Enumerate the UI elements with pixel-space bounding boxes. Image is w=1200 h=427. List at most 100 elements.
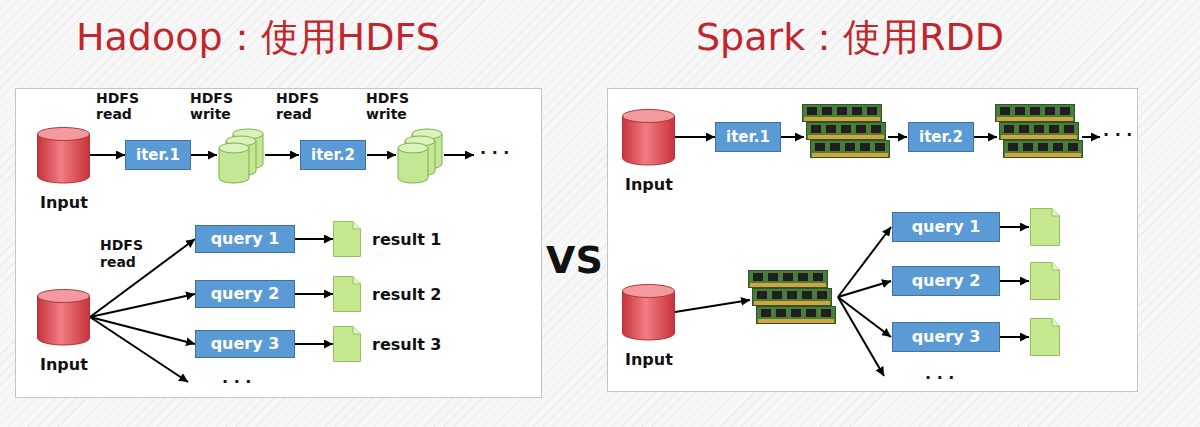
ellipsis-mark: · · · bbox=[480, 143, 509, 162]
flow-wire bbox=[367, 154, 396, 156]
ram-stick bbox=[749, 271, 828, 288]
connector-arrow bbox=[295, 293, 333, 295]
doc-shape bbox=[333, 326, 361, 362]
cylinder-body bbox=[38, 296, 90, 345]
flow-wires bbox=[90, 137, 1100, 382]
cylinder-label: Input bbox=[625, 350, 673, 369]
input-cylinder: Input bbox=[622, 109, 675, 165]
ram-stick bbox=[1000, 123, 1079, 140]
process-box: iter.2 bbox=[300, 140, 366, 170]
process-box: query 1 bbox=[892, 212, 1000, 242]
cylinder-shape bbox=[622, 284, 675, 340]
ram-stick bbox=[753, 289, 832, 306]
io-note: HDFS write bbox=[366, 90, 409, 122]
doc-body bbox=[334, 222, 361, 257]
edge-label: HDFS read bbox=[100, 237, 143, 269]
process-box: query 1 bbox=[195, 225, 295, 253]
system-panel: Spark：使用RDDInputiter.1iter.2Inputquery 1… bbox=[607, 88, 1138, 392]
flow-wire bbox=[838, 297, 884, 376]
versus-mark: VS bbox=[546, 240, 603, 282]
connector-arrow bbox=[90, 154, 125, 156]
doc-fold bbox=[353, 277, 361, 285]
io-note: HDFS write bbox=[190, 90, 233, 122]
panel-heading: Hadoop：使用HDFS bbox=[76, 16, 440, 60]
input-cylinder: Input bbox=[37, 289, 90, 345]
result-doc: result 2 bbox=[333, 276, 361, 312]
flow-wire bbox=[781, 136, 804, 138]
result-doc: result 1 bbox=[333, 221, 361, 257]
connector-arrow bbox=[295, 343, 333, 345]
box-label: query 3 bbox=[211, 335, 280, 353]
box-label: query 1 bbox=[211, 230, 280, 248]
flow-wire bbox=[1082, 136, 1100, 138]
result-label: result 2 bbox=[372, 285, 442, 304]
result-label: result 3 bbox=[372, 335, 442, 354]
process-box: query 2 bbox=[892, 266, 1000, 296]
result-label: result 1 bbox=[372, 230, 442, 249]
box-label: query 3 bbox=[912, 328, 981, 346]
process-box: query 3 bbox=[892, 322, 1000, 352]
ram-stick bbox=[1004, 141, 1083, 158]
io-note: HDFS read bbox=[276, 90, 319, 122]
doc-fold bbox=[353, 327, 361, 335]
ram-stick bbox=[807, 123, 886, 140]
process-box: query 3 bbox=[195, 330, 295, 358]
flow-wire bbox=[888, 136, 907, 138]
result-doc: result 3 bbox=[333, 326, 361, 362]
flow-wire bbox=[838, 281, 891, 297]
flow-wire bbox=[265, 154, 299, 156]
connector-arrow bbox=[90, 317, 195, 344]
flow-wire bbox=[1000, 226, 1029, 228]
box-label: query 2 bbox=[211, 285, 280, 303]
cylinder-body bbox=[623, 291, 675, 340]
input-cylinder: Input bbox=[37, 127, 90, 183]
input-cylinder: Input bbox=[622, 284, 675, 340]
cylinder-label: Input bbox=[625, 175, 673, 194]
flow-wire bbox=[191, 154, 217, 156]
flow-wire bbox=[838, 297, 891, 337]
ellipsis-mark: · · · bbox=[925, 368, 954, 387]
cylinder-body bbox=[38, 134, 90, 183]
process-box: iter.1 bbox=[715, 122, 781, 152]
result-doc bbox=[1031, 319, 1060, 356]
ram-stick bbox=[811, 141, 890, 158]
flow-wire bbox=[1000, 336, 1029, 338]
cylinder-label: Input bbox=[40, 355, 88, 374]
box-label: query 1 bbox=[912, 218, 981, 236]
flow-wire bbox=[838, 227, 891, 297]
flow-wire bbox=[974, 136, 997, 138]
edge-label: HDFS read bbox=[96, 90, 139, 122]
flow-wire bbox=[90, 317, 188, 382]
doc-shape bbox=[333, 221, 361, 257]
cylinder-top bbox=[623, 285, 675, 298]
hdfs-storage bbox=[398, 143, 428, 183]
panel-heading: Spark：使用RDD bbox=[696, 16, 1004, 60]
process-box: query 2 bbox=[195, 280, 295, 308]
system-panel: Hadoop：使用HDFSInputiter.1iter.2Inputquery… bbox=[15, 88, 542, 398]
doc-shape bbox=[333, 276, 361, 312]
process-box: iter.1 bbox=[125, 140, 191, 170]
doc-body bbox=[334, 277, 361, 312]
ellipsis-mark: · · · bbox=[1103, 125, 1132, 144]
box-label: iter.2 bbox=[919, 129, 963, 146]
cylinder-top bbox=[623, 110, 675, 123]
connector-arrow bbox=[675, 136, 715, 138]
box-label: iter.1 bbox=[726, 129, 770, 146]
ram-stick bbox=[757, 307, 836, 324]
ram-stick bbox=[803, 105, 882, 122]
ram-stick bbox=[996, 105, 1075, 122]
hdfs-storage bbox=[219, 143, 249, 183]
cylinder-top bbox=[38, 128, 90, 141]
box-label: iter.1 bbox=[136, 147, 180, 164]
box-label: query 2 bbox=[912, 272, 981, 290]
cylinder-top bbox=[38, 290, 90, 303]
cylinder-label: Input bbox=[40, 193, 88, 212]
panel-ground bbox=[607, 88, 1138, 392]
cylinder-shape bbox=[37, 127, 90, 183]
box-label: iter.2 bbox=[311, 147, 355, 164]
cylinder-shape bbox=[622, 109, 675, 165]
